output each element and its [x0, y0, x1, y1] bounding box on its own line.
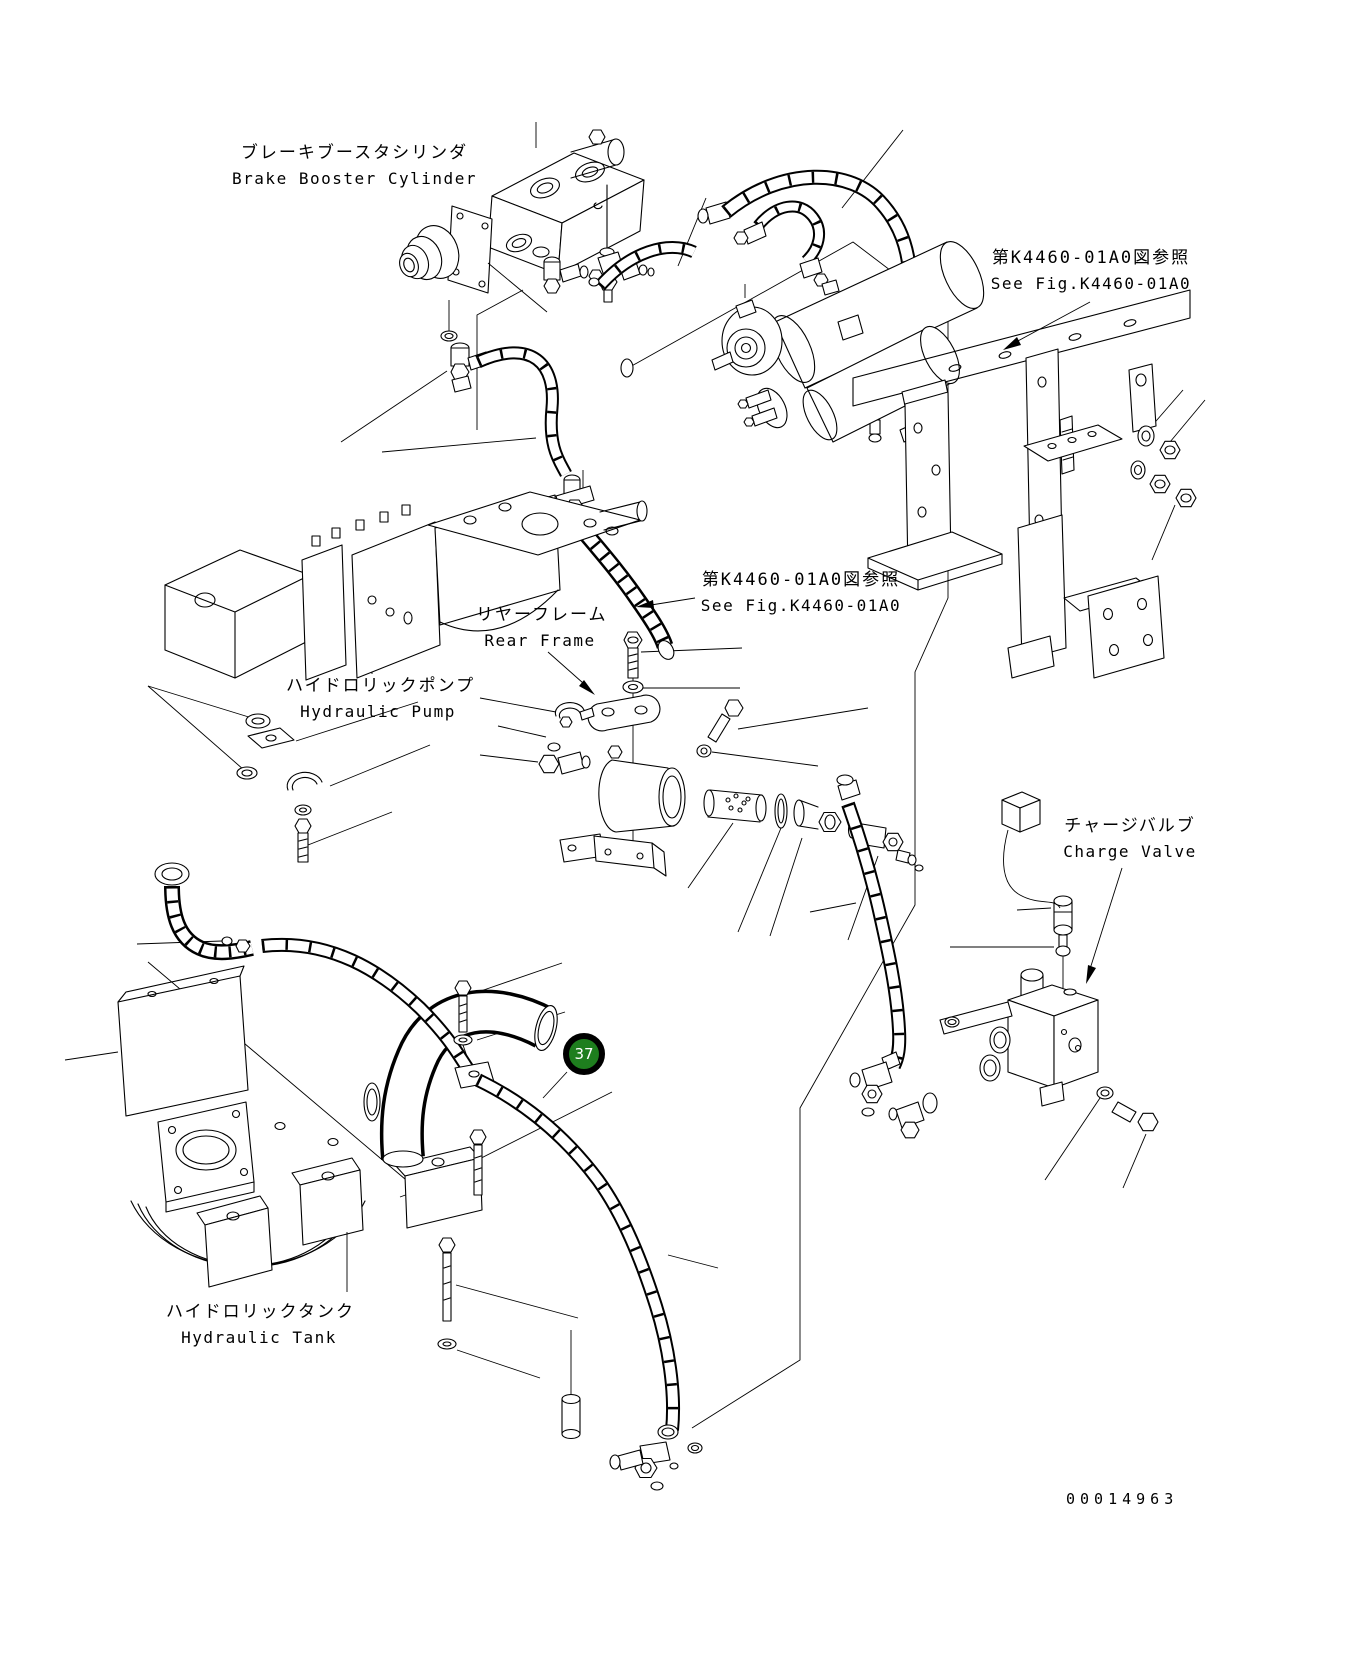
- see-fig-top-arrow: [1003, 337, 1021, 350]
- charge-valve-drawing: [888, 791, 1159, 1139]
- suction-tube: [363, 989, 558, 1168]
- label-see-fig-top-jp: 第K4460-01A0図参照: [991, 248, 1191, 268]
- label-brake-booster-cylinder-en: Brake Booster Cylinder: [232, 169, 477, 188]
- label-hydraulic-pump-en: Hydraulic Pump: [300, 702, 456, 721]
- callout-37-leader: [542, 1071, 568, 1099]
- hose-booster-b: [588, 241, 697, 378]
- label-rear-frame-en: Rear Frame: [484, 631, 596, 650]
- label-brake-booster-cylinder-jp: ブレーキブースタシリンダ: [240, 143, 469, 163]
- label-hydraulic-pump-jp: ハイドロリックポンプ: [286, 676, 476, 696]
- charge-valve-hose: [836, 774, 907, 1117]
- return-hose-37: [221, 936, 703, 1491]
- label-hydraulic-pump: ハイドロリックポンプ Hydraulic Pump: [286, 673, 476, 725]
- see-fig-mid-arrow: [636, 600, 654, 608]
- pump-fitting-parts: [236, 713, 323, 863]
- doc-number: 00014963: [1066, 1490, 1179, 1508]
- accumulator-cylinders: [711, 241, 985, 443]
- hydraulic-pump-drawing: [164, 491, 648, 681]
- label-see-fig-mid: 第K4460-01A0図参照 See Fig.K4460-01A0: [688, 567, 914, 619]
- label-see-fig-mid-jp: 第K4460-01A0図参照: [701, 570, 901, 590]
- label-hydraulic-tank: ハイドロリックタンク Hydraulic Tank: [166, 1299, 355, 1351]
- filter-assembly: [559, 699, 924, 877]
- hose-booster-a: [475, 346, 572, 478]
- hydraulic-tank-drawing: [117, 965, 483, 1292]
- label-see-fig-top: 第K4460-01A0図参照 See Fig.K4460-01A0: [978, 245, 1204, 297]
- brake-booster-cylinder-drawing: [399, 129, 655, 313]
- hose-accumulator-jumper: [733, 200, 848, 306]
- label-charge-valve-jp: チャージバルブ: [1064, 816, 1196, 836]
- label-rear-frame: リヤーフレーム Rear Frame: [476, 602, 608, 654]
- label-hydraulic-tank-en: Hydraulic Tank: [181, 1328, 337, 1347]
- label-brake-booster-cylinder: ブレーキブースタシリンダ Brake Booster Cylinder: [212, 140, 497, 192]
- label-rear-frame-jp: リヤーフレーム: [476, 605, 608, 625]
- label-charge-valve: チャージバルブ Charge Valve: [1056, 813, 1204, 865]
- charge-valve-arrow: [1086, 965, 1096, 984]
- label-hydraulic-tank-jp: ハイドロリックタンク: [166, 1302, 355, 1322]
- pump-elbow-hose: [154, 862, 254, 961]
- label-see-fig-top-en: See Fig.K4460-01A0: [990, 274, 1192, 293]
- label-see-fig-mid-en: See Fig.K4460-01A0: [700, 596, 902, 615]
- mounting-bolts: [437, 980, 581, 1440]
- rear-frame-link-parts: [538, 631, 661, 855]
- label-charge-valve-en: Charge Valve: [1063, 842, 1197, 861]
- mounting-bracket-assembly: [852, 289, 1197, 679]
- reference-arrows: [542, 301, 1123, 1099]
- part-callout-37[interactable]: 37: [563, 1033, 605, 1075]
- rear-frame-arrow: [579, 680, 595, 695]
- leader-lines: [64, 122, 1206, 1394]
